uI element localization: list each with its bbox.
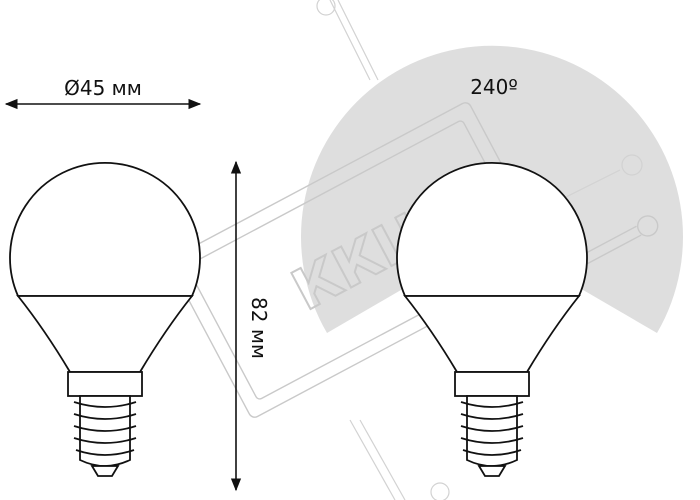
height-label: 82 мм [247, 297, 271, 359]
left-bulb [9, 162, 201, 477]
left-bulb-neck [16, 295, 194, 373]
right-bulb-contact [477, 465, 507, 477]
right-bulb-globe [396, 162, 588, 297]
left-bulb-collar [67, 371, 143, 397]
right-bulb-neck [403, 295, 581, 373]
right-bulb-collar [454, 371, 530, 397]
left-bulb-contact [90, 465, 120, 477]
right-bulb-threads [460, 401, 524, 456]
left-bulb-threads [73, 401, 137, 456]
right-bulb [396, 162, 588, 477]
diameter-label: Ø45 мм [64, 76, 142, 100]
beam-angle-label: 240º [470, 75, 518, 99]
left-bulb-globe [9, 162, 201, 297]
